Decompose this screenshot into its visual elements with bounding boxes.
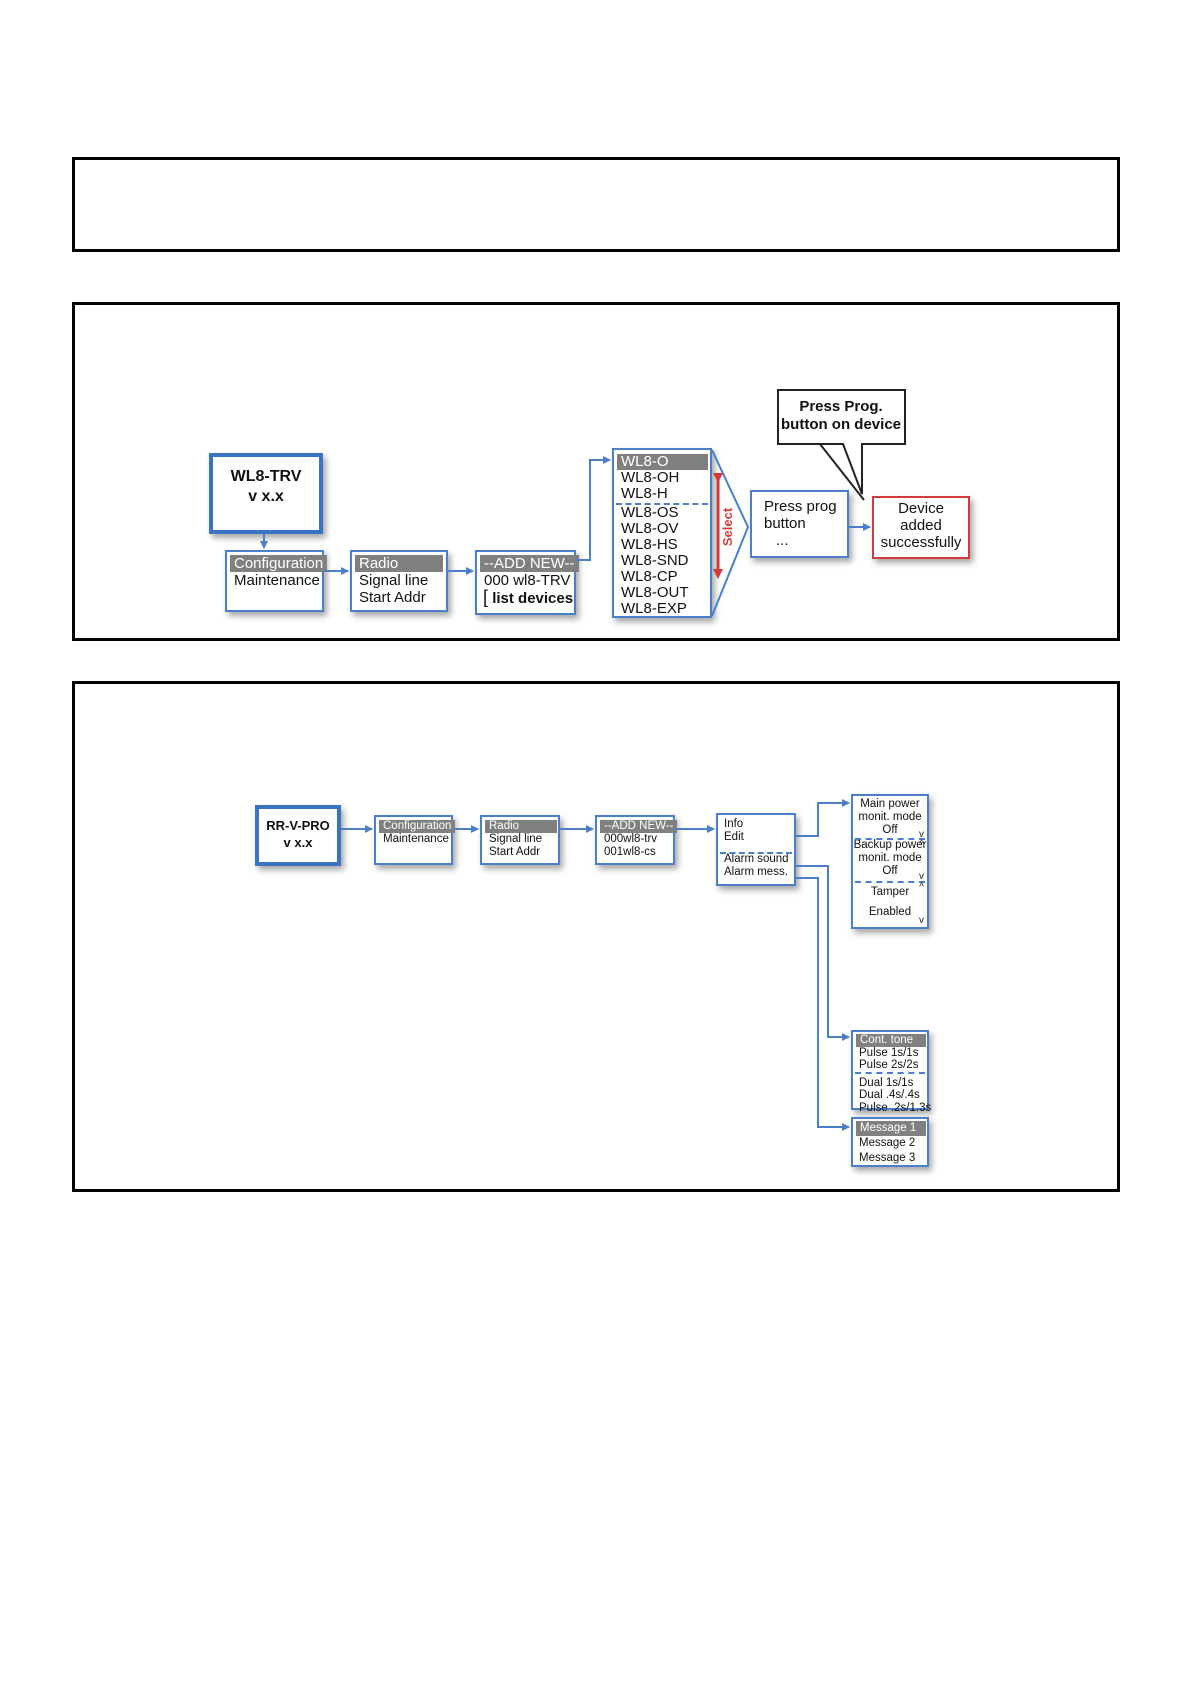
menu-item-info[interactable]: Info (724, 818, 744, 830)
prog-text-line: Press prog (764, 498, 837, 515)
arrow-connector (796, 865, 850, 1041)
menu-item-add-new[interactable]: --ADD NEW-- (480, 555, 579, 572)
menu-item-list-devices[interactable]: list devices (492, 590, 574, 607)
menu-item-device-000[interactable]: 000 wl8-TRV (484, 572, 571, 589)
callout-bubble: Press Prog. button on device (777, 389, 906, 501)
result-text-line: added (900, 517, 942, 534)
message-item[interactable]: Message 1 (856, 1121, 926, 1136)
menu-item-alarm-mess[interactable]: Alarm mess. (724, 866, 788, 878)
menu-item-edit[interactable]: Edit (724, 831, 744, 843)
device-name: WL8-TRV (230, 468, 302, 485)
menu-item-signal-line[interactable]: Signal line (359, 572, 429, 589)
message-item[interactable]: Message 2 (859, 1137, 916, 1149)
menu-item-radio[interactable]: Radio (485, 820, 557, 833)
scroll-down-icon[interactable]: v (919, 829, 924, 840)
device-version: v x.x (248, 488, 284, 505)
main-power-value[interactable]: Off (882, 824, 898, 836)
alarm-message-box: Message 1 Message 2 Message 3 (851, 1117, 929, 1167)
alarm-sound-box: Cont. tone Pulse 1s/1s Pulse 2s/2s Dual … (851, 1030, 931, 1114)
list-divider (855, 1072, 925, 1074)
message-item[interactable]: Message 3 (859, 1152, 916, 1164)
arrow-connector (576, 456, 611, 561)
list-divider (720, 852, 792, 854)
menu-item-device-000[interactable]: 000wl8-trv (604, 833, 658, 845)
device-version: v x.x (283, 835, 313, 850)
scroll-down-icon[interactable]: v (919, 915, 924, 926)
device-type-list: WL8-O WL8-OH WL8-H WL8-OS WL8-OV WL8-HS … (612, 448, 712, 618)
list-divider (855, 838, 925, 840)
device-type-item[interactable]: WL8-SND (621, 552, 689, 569)
callout-line: button on device (781, 416, 901, 433)
menu-item-radio[interactable]: Radio (355, 555, 443, 572)
prog-text-line: button (764, 515, 806, 532)
power-tamper-box: Main power monit. mode Off v ^ Backup po… (851, 794, 929, 929)
bracket-icon: [ (483, 587, 489, 607)
device-edit-menu: Info Edit Alarm sound Alarm mess. (716, 813, 796, 886)
result-box: Device added successfully (872, 496, 970, 559)
device-box-wl8-trv: WL8-TRV v x.x (209, 453, 323, 534)
menu-item-add-new[interactable]: --ADD NEW-- (600, 820, 678, 833)
device-name: RR-V-PRO (266, 818, 330, 833)
menu-item-configuration[interactable]: Configuration (379, 820, 456, 833)
diagram-2-frame (72, 681, 1120, 1192)
radio-menu-box-2: --ADD NEW-- 000wl8-trv 001wl8-cs (595, 815, 678, 865)
sound-item[interactable]: Dual 1s/1s (859, 1076, 914, 1089)
menu-item-start-addr[interactable]: Start Addr (359, 589, 426, 606)
config-menu-box: Radio Signal line Start Addr (350, 550, 448, 612)
prog-text-line: ... (776, 532, 789, 549)
arrows-diagram-1 (260, 449, 871, 617)
arrow-connector (796, 799, 850, 837)
device-type-item[interactable]: WL8-EXP (621, 600, 687, 617)
header-frame (72, 157, 1120, 252)
tamper-label: Tamper (870, 886, 910, 898)
expand-wedge (711, 449, 750, 617)
config-menu-box-2: Radio Signal line Start Addr (480, 815, 560, 865)
main-menu-box: Configuration Maintenance (225, 550, 328, 612)
device-type-item[interactable]: WL8-OS (621, 504, 679, 521)
menu-item-maintenance[interactable]: Maintenance (383, 833, 449, 845)
list-divider (616, 503, 708, 505)
select-label: Select (720, 507, 735, 546)
result-text-line: successfully (880, 534, 962, 551)
device-type-item[interactable]: WL8-HS (621, 536, 678, 553)
sound-item[interactable]: Pulse 1s/1s (859, 1046, 919, 1059)
main-power-label: monit. mode (858, 811, 922, 823)
arrows-diagram-2 (341, 799, 850, 1131)
tamper-value[interactable]: Enabled (868, 906, 912, 918)
device-box-rr-v-pro: RR-V-PRO v x.x (255, 805, 341, 866)
menu-item-device-001[interactable]: 001wl8-cs (604, 846, 656, 858)
device-type-item[interactable]: WL8-OUT (621, 584, 689, 601)
callout-line: Press Prog. (799, 398, 882, 415)
scroll-up-icon[interactable]: ^ (919, 882, 924, 893)
sound-item[interactable]: Pulse .2s/1.3s (859, 1101, 932, 1114)
sound-item[interactable]: Dual .4s/.4s (859, 1089, 920, 1101)
radio-menu-box: --ADD NEW-- 000 wl8-TRV [ list devices (475, 550, 579, 615)
menu-item-alarm-sound[interactable]: Alarm sound (724, 853, 789, 865)
menu-item-configuration[interactable]: Configuration (230, 555, 328, 572)
menu-item-signal-line[interactable]: Signal line (489, 833, 543, 845)
scroll-up-icon[interactable]: ^ (919, 839, 924, 850)
arrow-connector (796, 877, 850, 1131)
backup-power-label: monit. mode (858, 852, 922, 864)
device-type-item[interactable]: WL8-O (617, 454, 708, 470)
main-menu-box-2: Configuration Maintenance (374, 815, 456, 865)
press-prog-box: Press prog button ... (750, 490, 849, 558)
main-power-label: Main power (860, 798, 920, 810)
device-type-item[interactable]: WL8-OH (621, 469, 680, 486)
device-type-item[interactable]: WL8-OV (621, 520, 679, 537)
select-arrow[interactable]: Select (713, 473, 735, 579)
menu-item-maintenance[interactable]: Maintenance (234, 572, 320, 589)
sound-item[interactable]: Pulse 2s/2s (859, 1059, 919, 1071)
backup-power-label: Backup power (853, 839, 927, 851)
scroll-down-icon[interactable]: v (919, 871, 924, 882)
device-type-item[interactable]: WL8-H (621, 485, 668, 502)
backup-power-value[interactable]: Off (882, 865, 898, 877)
device-type-item[interactable]: WL8-CP (621, 568, 678, 585)
list-divider (855, 881, 925, 883)
sound-item[interactable]: Cont. tone (856, 1034, 926, 1047)
result-text-line: Device (898, 500, 944, 517)
menu-item-start-addr[interactable]: Start Addr (489, 846, 541, 858)
